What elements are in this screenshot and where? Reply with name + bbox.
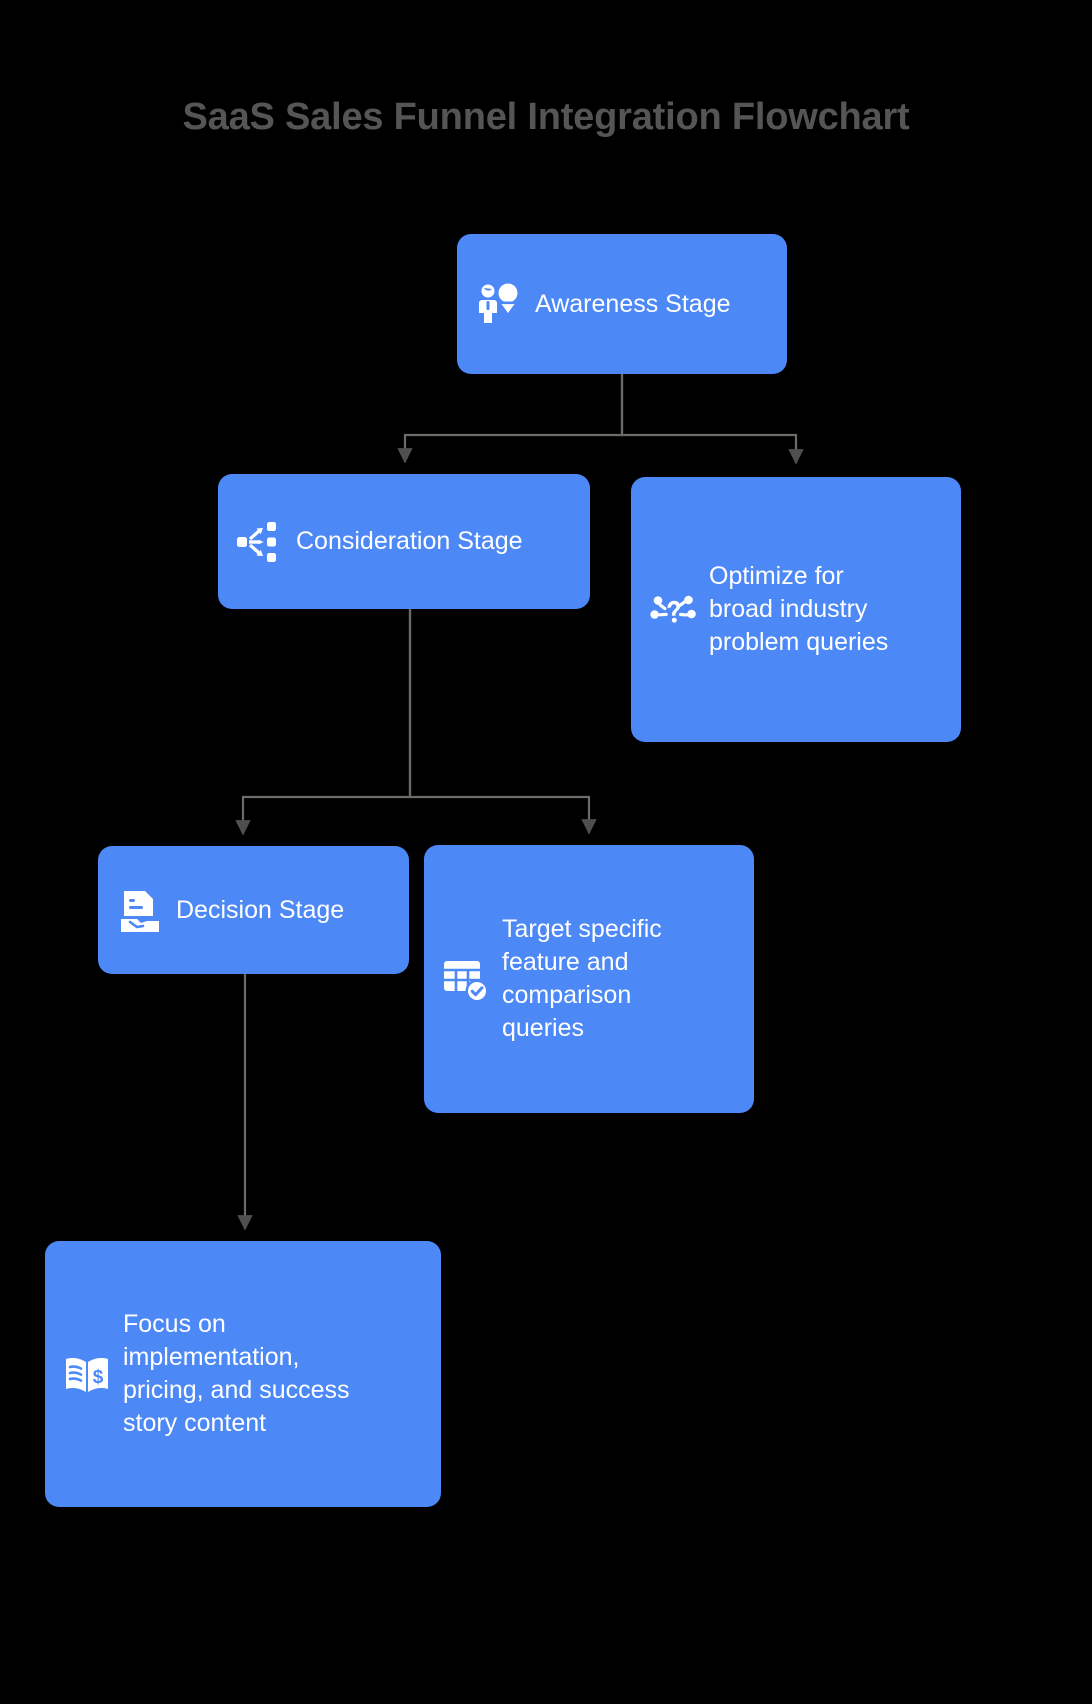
edge-awareness-optimize — [620, 374, 804, 465]
node-consideration-stage[interactable]: Consideration Stage — [218, 474, 590, 609]
edge-consideration-target — [408, 609, 597, 835]
question-radiate-icon — [650, 595, 696, 623]
page-title: SaaS Sales Funnel Integration Flowchart — [182, 96, 910, 138]
table-check-icon — [444, 961, 489, 1003]
edge-consideration-decision — [235, 609, 412, 836]
node-awareness-stage[interactable]: Awareness Stage — [457, 234, 787, 374]
node-label: Target specific feature and comparison q… — [502, 915, 662, 1042]
book-dollar-icon: $ — [66, 1358, 108, 1392]
contract-handshake-icon — [121, 891, 159, 932]
node-focus-content[interactable]: $ Focus on implementation, pricing, and … — [45, 1241, 441, 1507]
branch-distribute-icon — [237, 521, 276, 562]
person-lightbulb-icon — [479, 283, 518, 323]
edge-awareness-consideration — [397, 374, 624, 464]
node-label: Consideration Stage — [296, 527, 523, 555]
node-label: Focus on implementation, pricing, and su… — [123, 1310, 350, 1437]
node-label: Decision Stage — [176, 895, 345, 924]
node-optimize-broad-queries[interactable]: Optimize for broad industry problem quer… — [631, 477, 961, 742]
node-label: Optimize for broad industry problem quer… — [709, 562, 889, 656]
svg-text:$: $ — [93, 1367, 104, 1388]
node-decision-stage[interactable]: Decision Stage — [98, 846, 409, 974]
node-target-feature-queries[interactable]: Target specific feature and comparison q… — [424, 845, 754, 1113]
node-label: Awareness Stage — [535, 289, 731, 318]
